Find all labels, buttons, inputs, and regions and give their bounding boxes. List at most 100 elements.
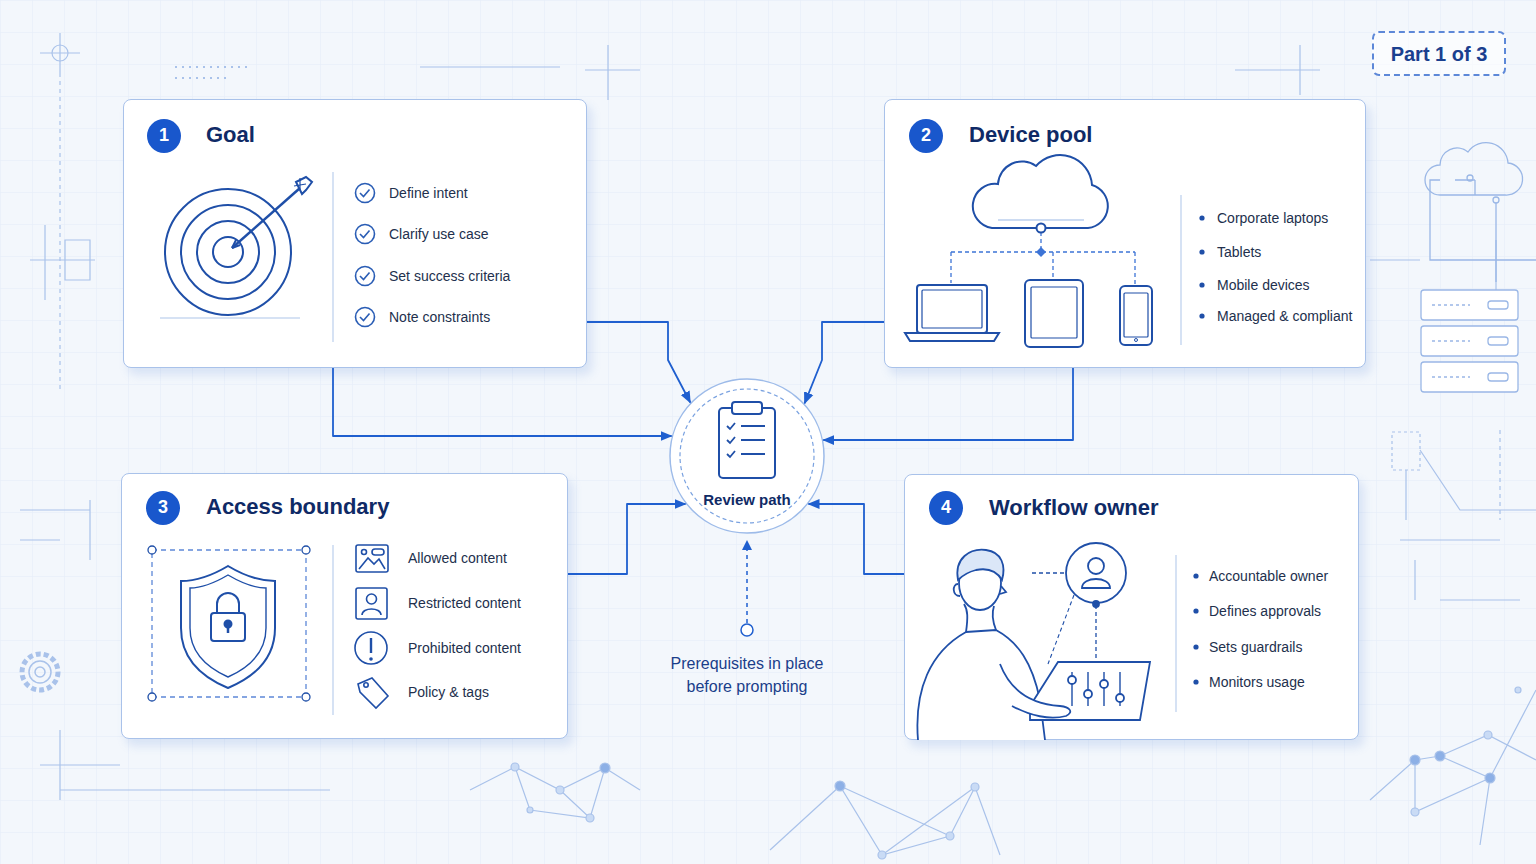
shield-illustration (148, 693, 156, 701)
gear-ornament (22, 654, 58, 690)
owner-illustration (1066, 543, 1126, 603)
network-ornament (1435, 751, 1445, 761)
shield-illustration (152, 550, 306, 697)
network-ornament (835, 781, 845, 791)
target-illustration (160, 177, 312, 318)
review-ring-outline (741, 426, 765, 454)
list-item: Monitors usage (1209, 674, 1354, 691)
tech-ornament (1392, 432, 1420, 470)
list-item: Defines approvals (1209, 603, 1354, 620)
connector-arrow (823, 368, 1073, 440)
connector-arrow (587, 322, 690, 403)
cloud-ornament (1495, 203, 1496, 282)
target-illustration (294, 178, 306, 190)
network-ornament (556, 786, 564, 794)
node-label: Part 1 of 3 (1391, 42, 1488, 66)
cloud-ornament (1425, 143, 1523, 196)
check-icon (356, 184, 375, 327)
tech-ornament (30, 225, 95, 300)
connector-arrow (805, 322, 884, 403)
gear-ornament (22, 654, 58, 690)
tech-ornament (40, 730, 330, 800)
content-icon (356, 545, 388, 572)
list-item: Corporate laptops (1217, 210, 1367, 227)
list-item: Clarify use case (389, 226, 579, 243)
list-item: Accountable owner (1209, 568, 1354, 585)
divider-line (332, 172, 334, 342)
review-ring-outline (719, 408, 775, 478)
node-heading: Workflow owner (989, 495, 1309, 521)
owner-illustration (1030, 662, 1150, 720)
check-icon (360, 190, 370, 197)
cloud-devices-illustration (917, 285, 987, 333)
target-illustration (160, 317, 300, 319)
owner-illustration (1084, 690, 1092, 698)
shield-illustration (211, 613, 245, 641)
part-tag: Part 1 of 3 (1372, 31, 1506, 76)
list-item: Tablets (1217, 244, 1367, 261)
shield-illustration (190, 575, 266, 677)
review-ring-outline (732, 402, 762, 414)
network-ornament (586, 814, 594, 822)
divider-line (332, 545, 334, 715)
cloud-devices-illustration (1135, 339, 1138, 342)
check-icon (360, 231, 370, 238)
tech-ornament (1235, 45, 1320, 95)
content-icon (369, 657, 373, 661)
owner-illustration (917, 543, 1150, 740)
server-ornament (1488, 337, 1508, 345)
connector-arrow (809, 504, 905, 574)
gear-ornament (29, 661, 51, 683)
network-ornament (1410, 755, 1420, 765)
node-label: Review path (669, 491, 825, 509)
prerequisite-pointer (746, 545, 748, 623)
target-illustration (296, 177, 312, 194)
bullet-dot (1193, 644, 1198, 649)
tech-ornament (20, 33, 1536, 800)
node-label: 4 (941, 497, 951, 519)
cloud-ornament (1493, 197, 1499, 203)
target-illustration (232, 240, 240, 248)
network-ornament (946, 832, 954, 840)
cloud-devices-illustration (1124, 293, 1148, 337)
gear-ornament (35, 667, 45, 677)
shield-illustration (217, 593, 239, 614)
check-icon (360, 314, 370, 321)
cloud-devices-illustration (905, 155, 1152, 347)
network-ornament (1370, 690, 1536, 845)
cloud-devices-illustration (922, 290, 982, 328)
owner-illustration (1082, 579, 1110, 588)
cloud-devices-illustration (998, 219, 1084, 220)
number-badge: 4 (929, 491, 963, 525)
content-icon (358, 678, 388, 708)
list-item: Restricted content (408, 595, 558, 612)
owner-illustration (964, 604, 996, 632)
bullet-dot (1193, 573, 1198, 578)
content-icon (362, 550, 367, 555)
target-illustration (232, 188, 300, 248)
cloud-devices-illustration (1120, 286, 1152, 345)
network-ornament (511, 763, 519, 771)
divider-line (333, 172, 1181, 715)
tech-ornament (175, 66, 250, 68)
bullet-dot (1199, 215, 1204, 220)
list-item: Mobile devices (1217, 277, 1367, 294)
target-illustration (181, 205, 275, 299)
check-icon (356, 267, 375, 286)
review-ring-outline (670, 379, 824, 533)
owner-illustration (1000, 664, 1070, 718)
bullet-dot (1199, 249, 1204, 254)
shield-illustration (148, 546, 156, 554)
cloud-ornament (1425, 143, 1536, 282)
process-box: Device poolCorporate laptopsTabletsMobil… (884, 99, 1366, 368)
bullet-dot (1199, 282, 1204, 287)
network-ornament (1485, 773, 1495, 783)
tech-ornament (1370, 240, 1496, 290)
number-badge: 1 (147, 119, 181, 153)
cloud-devices-illustration (1037, 224, 1046, 233)
tech-ornament (1499, 430, 1500, 520)
